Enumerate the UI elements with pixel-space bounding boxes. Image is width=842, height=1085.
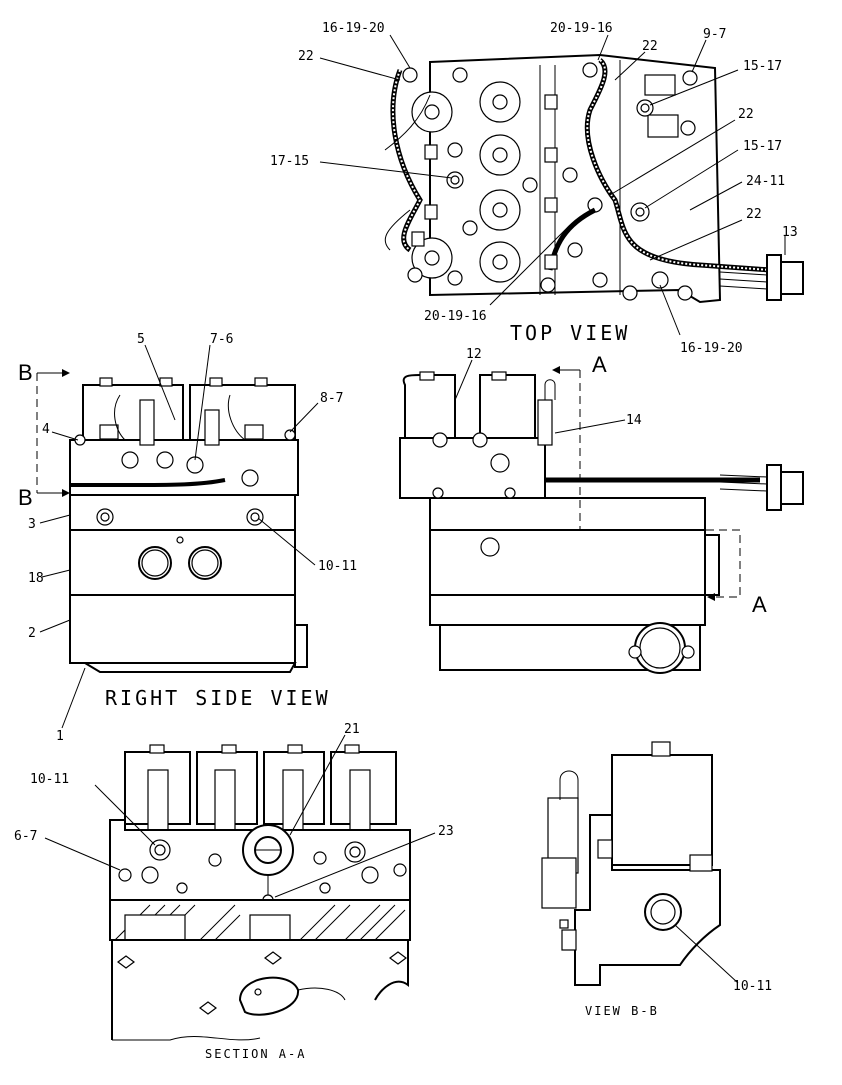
view-b-b-drawing [541, 741, 721, 986]
callout-fv-12: 12 [466, 347, 482, 362]
callout-fv-14: 14 [626, 413, 642, 428]
callout-top-16-19-20-b: 16-19-20 [680, 341, 743, 356]
top-view-leaders [319, 34, 786, 336]
top-view-drawing [384, 53, 804, 304]
callout-top-16-19-20-a: 16-19-20 [322, 21, 385, 36]
callout-top-15-17-b: 15-17 [743, 139, 782, 154]
callout-sa-23: 23 [438, 824, 454, 839]
callout-sa-10-11: 10-11 [30, 772, 69, 787]
right-side-view-leaders [39, 344, 319, 729]
callout-rs-7-6: 7-6 [210, 332, 233, 347]
callout-top-13: 13 [782, 225, 798, 240]
right-side-view-drawing [36, 369, 308, 673]
section-a-a-title: SECTION A-A [205, 1047, 306, 1061]
section-marker-b-bottom: B [18, 485, 33, 510]
callout-rs-5: 5 [137, 332, 145, 347]
top-view-title: TOP VIEW [510, 321, 630, 345]
callout-rs-4: 4 [42, 422, 50, 437]
front-view-leaders [454, 359, 626, 434]
callout-top-24-11: 24-11 [746, 174, 785, 189]
section-a-a-leaders [44, 734, 436, 898]
callout-rs-10-11: 10-11 [318, 559, 357, 574]
right-side-view-title: RIGHT SIDE VIEW [105, 686, 331, 710]
section-marker-b-top: B [18, 360, 33, 385]
callout-top-22-b: 22 [642, 39, 658, 54]
callout-top-22-a: 22 [298, 49, 314, 64]
callout-bb-10-11: 10-11 [733, 979, 772, 994]
callout-sa-21: 21 [344, 722, 360, 737]
callout-top-22-d: 22 [746, 207, 762, 222]
section-marker-a-top: A [592, 352, 607, 377]
callout-sa-6-7: 6-7 [14, 829, 37, 844]
callout-rs-8-7: 8-7 [320, 391, 343, 406]
callout-rs-18: 18 [28, 571, 44, 586]
callout-top-9-7: 9-7 [703, 27, 726, 42]
callout-rs-3: 3 [28, 517, 36, 532]
front-view-drawing [399, 366, 804, 674]
callout-top-17-15: 17-15 [270, 154, 309, 169]
view-b-b-title: VIEW B-B [585, 1004, 659, 1018]
callout-rs-2: 2 [28, 626, 36, 641]
section-marker-a-bottom: A [752, 592, 767, 617]
callout-top-20-19-16-b: 20-19-16 [424, 309, 487, 324]
callout-top-22-c: 22 [738, 107, 754, 122]
section-a-a-drawing [109, 744, 411, 1041]
callout-rs-1: 1 [56, 729, 64, 744]
view-b-b-leader [674, 924, 739, 984]
callout-top-15-17-a: 15-17 [743, 59, 782, 74]
callout-top-20-19-16-a: 20-19-16 [550, 21, 613, 36]
